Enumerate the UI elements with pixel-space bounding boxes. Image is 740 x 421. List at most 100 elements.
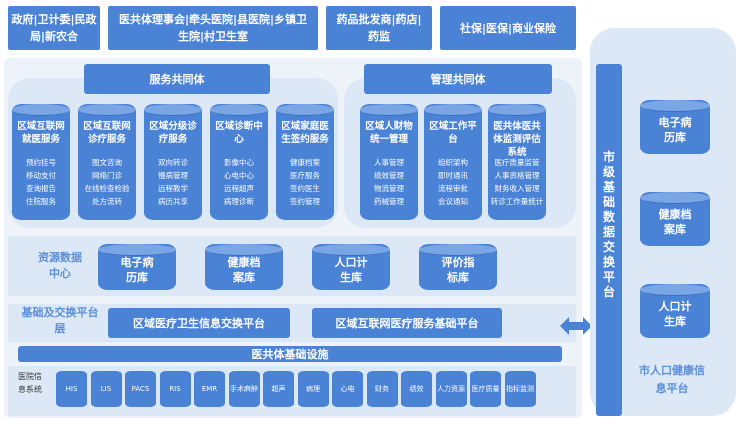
hospital-system-label: HIS xyxy=(65,385,78,393)
list-item: 药械管理 xyxy=(374,197,404,206)
db-label-line: 生库 xyxy=(664,315,686,328)
hospital-system-label: 心电 xyxy=(340,385,355,393)
db-label-line: 健康档 xyxy=(227,256,261,269)
vertical-char: 数 xyxy=(602,210,615,224)
resource-db-0-label: 电子病历库 xyxy=(100,255,174,285)
platform-bar-internet: 区域互联网医疗服务基础平台 xyxy=(312,308,502,338)
list-item: 转诊工作量统计 xyxy=(490,197,544,206)
top-box-alliance: 医共体理事会|牵头医院|县医院|乡镇卫生院|村卫生室 xyxy=(108,6,318,50)
management-column-title: 区域人财物统一管理 xyxy=(365,121,413,145)
management-column-title: 区域工作平台 xyxy=(429,121,477,145)
top-box-alliance-label: 医共体理事会|牵头医院|县医院|乡镇卫生院|村卫生室 xyxy=(118,13,308,43)
list-item: 签约医生 xyxy=(290,184,320,193)
hospital-system-label: 人力资源 xyxy=(437,385,465,393)
list-item: 物流管理 xyxy=(374,184,404,193)
list-item: 会议通知 xyxy=(438,197,468,206)
resource-db-2-label: 人口计生库 xyxy=(314,255,388,285)
hospital-system-13: 指标监测 xyxy=(504,371,536,407)
hospital-system-label: 超声 xyxy=(271,385,286,393)
management-column-0: 区域人财物统一管理人事管理绩效管理物流管理药械管理 xyxy=(360,104,418,220)
city-db-0: 电子病历库 xyxy=(640,100,710,154)
list-item: 医疗质量监管 xyxy=(494,158,540,167)
list-item: 健康档案 xyxy=(290,158,320,167)
city-exchange-title: 市级基础数据交换平台 xyxy=(596,150,622,300)
vertical-char: 换 xyxy=(602,255,615,269)
list-item: 人事资格管理 xyxy=(494,171,540,180)
service-column-title: 区域诊断中心 xyxy=(215,121,263,145)
cylinder-cap xyxy=(419,244,497,256)
hospital-system-label: LIS xyxy=(100,385,112,393)
hospital-system-2: PACS xyxy=(125,371,156,407)
management-column-items: 人事管理绩效管理物流管理药械管理 xyxy=(362,156,416,208)
db-label-line: 评价指 xyxy=(441,256,475,269)
hospital-system-label: PACS xyxy=(131,385,150,393)
db-label-line: 案库 xyxy=(664,223,686,236)
cylinder-cap xyxy=(276,104,334,116)
list-item: 预约挂号 xyxy=(26,158,56,167)
city-footer: 市人口健康信息平台 xyxy=(639,364,705,395)
list-item: 组织架构 xyxy=(438,158,468,167)
vertical-char: 础 xyxy=(602,195,615,209)
cylinder-cap xyxy=(98,244,176,256)
management-column-items: 组织架构即时通讯流程审批会议通知 xyxy=(426,156,480,208)
list-item: 处方流转 xyxy=(92,197,122,206)
platform-bar-exchange: 区域医疗卫生信息交换平台 xyxy=(108,308,290,338)
list-item: 财务收入管理 xyxy=(494,184,540,193)
city-exchange-bar xyxy=(596,64,622,416)
service-column-items: 健康档案医疗服务签约医生签约管理 xyxy=(278,156,332,208)
list-item: 远程超声 xyxy=(224,184,254,193)
service-column-title: 区域家庭医生签约服务 xyxy=(281,121,329,145)
vertical-char: 台 xyxy=(602,285,615,299)
list-item: 即时通讯 xyxy=(438,171,468,180)
service-column-0: 区域互联网就医服务预约挂号移动支付查询报告住院服务 xyxy=(12,104,70,220)
db-label-line: 人口计 xyxy=(334,256,368,269)
db-label-line: 电子病 xyxy=(120,256,154,269)
service-column-title: 区域互联网诊疗服务 xyxy=(83,121,131,145)
hospital-system-11: 人力资源 xyxy=(435,371,467,407)
service-column-4: 区域家庭医生签约服务健康档案医疗服务签约医生签约管理 xyxy=(276,104,334,220)
list-item: 图文咨询 xyxy=(92,158,122,167)
cylinder-cap xyxy=(312,244,390,256)
list-item: 流程审批 xyxy=(438,184,468,193)
cylinder-cap xyxy=(205,244,283,256)
vertical-char: 基 xyxy=(602,180,615,194)
hospital-system-10: 绩效 xyxy=(401,371,432,407)
hospital-system-label: EMR xyxy=(201,385,218,393)
top-box-pharma: 药品批发商|药店|药监 xyxy=(326,6,432,50)
hospital-system-label: 病理 xyxy=(306,385,320,393)
service-column-title: 区域互联网就医服务 xyxy=(17,121,65,145)
cylinder-cap xyxy=(78,104,136,116)
hospital-system-8: 心电 xyxy=(332,371,363,407)
service-column-items: 影像中心心电中心远程超声病理诊断 xyxy=(212,156,266,208)
resource-db-0: 电子病历库 xyxy=(98,244,176,290)
list-item: 住院服务 xyxy=(26,197,56,206)
service-column-items: 图文咨询网络门诊在线检查检验处方流转 xyxy=(80,156,134,208)
city-db-1: 健康档案库 xyxy=(640,192,710,246)
management-column-1: 区域工作平台组织架构即时通讯流程审批会议通知 xyxy=(424,104,482,220)
list-item: 在线检查检验 xyxy=(84,184,130,193)
cylinder-cap xyxy=(488,104,546,116)
resource-label: 资源数据中心 xyxy=(38,251,82,280)
management-column-2: 医共体医共体监测评估系统医疗质量监管人事资格管理财务收入管理转诊工作量统计 xyxy=(488,104,546,220)
hospital-system-label: 绩效 xyxy=(409,385,424,393)
cylinder-cap xyxy=(640,284,710,296)
hospital-system-0: HIS xyxy=(56,371,87,407)
db-label-line: 历库 xyxy=(664,131,686,144)
double-arrow-icon xyxy=(560,317,592,335)
list-item: 绩效管理 xyxy=(374,171,404,180)
vertical-char: 级 xyxy=(602,165,615,179)
list-item: 签约管理 xyxy=(290,197,320,206)
service-column-2: 区域分级诊疗服务双向转诊慢病管理远程教学病历共享 xyxy=(144,104,202,220)
hospital-system-9: 财务 xyxy=(366,371,398,407)
cylinder-cap xyxy=(144,104,202,116)
service-column-3: 区域诊断中心影像中心心电中心远程超声病理诊断 xyxy=(210,104,268,220)
hospital-system-label: RIS xyxy=(169,385,181,393)
db-label-line: 案库 xyxy=(233,271,255,284)
db-label-line: 健康档 xyxy=(658,208,692,221)
top-box-insurance-label: 社保|医保|商业保险 xyxy=(459,21,557,35)
service-column-title: 区域分级诊疗服务 xyxy=(149,121,197,145)
hospital-system-label: 手术麻醉 xyxy=(230,385,258,393)
hospital-system-1: LIS xyxy=(90,371,122,407)
resource-db-1-label: 健康档案库 xyxy=(207,255,281,285)
hospital-system-7: 病理 xyxy=(297,371,329,407)
